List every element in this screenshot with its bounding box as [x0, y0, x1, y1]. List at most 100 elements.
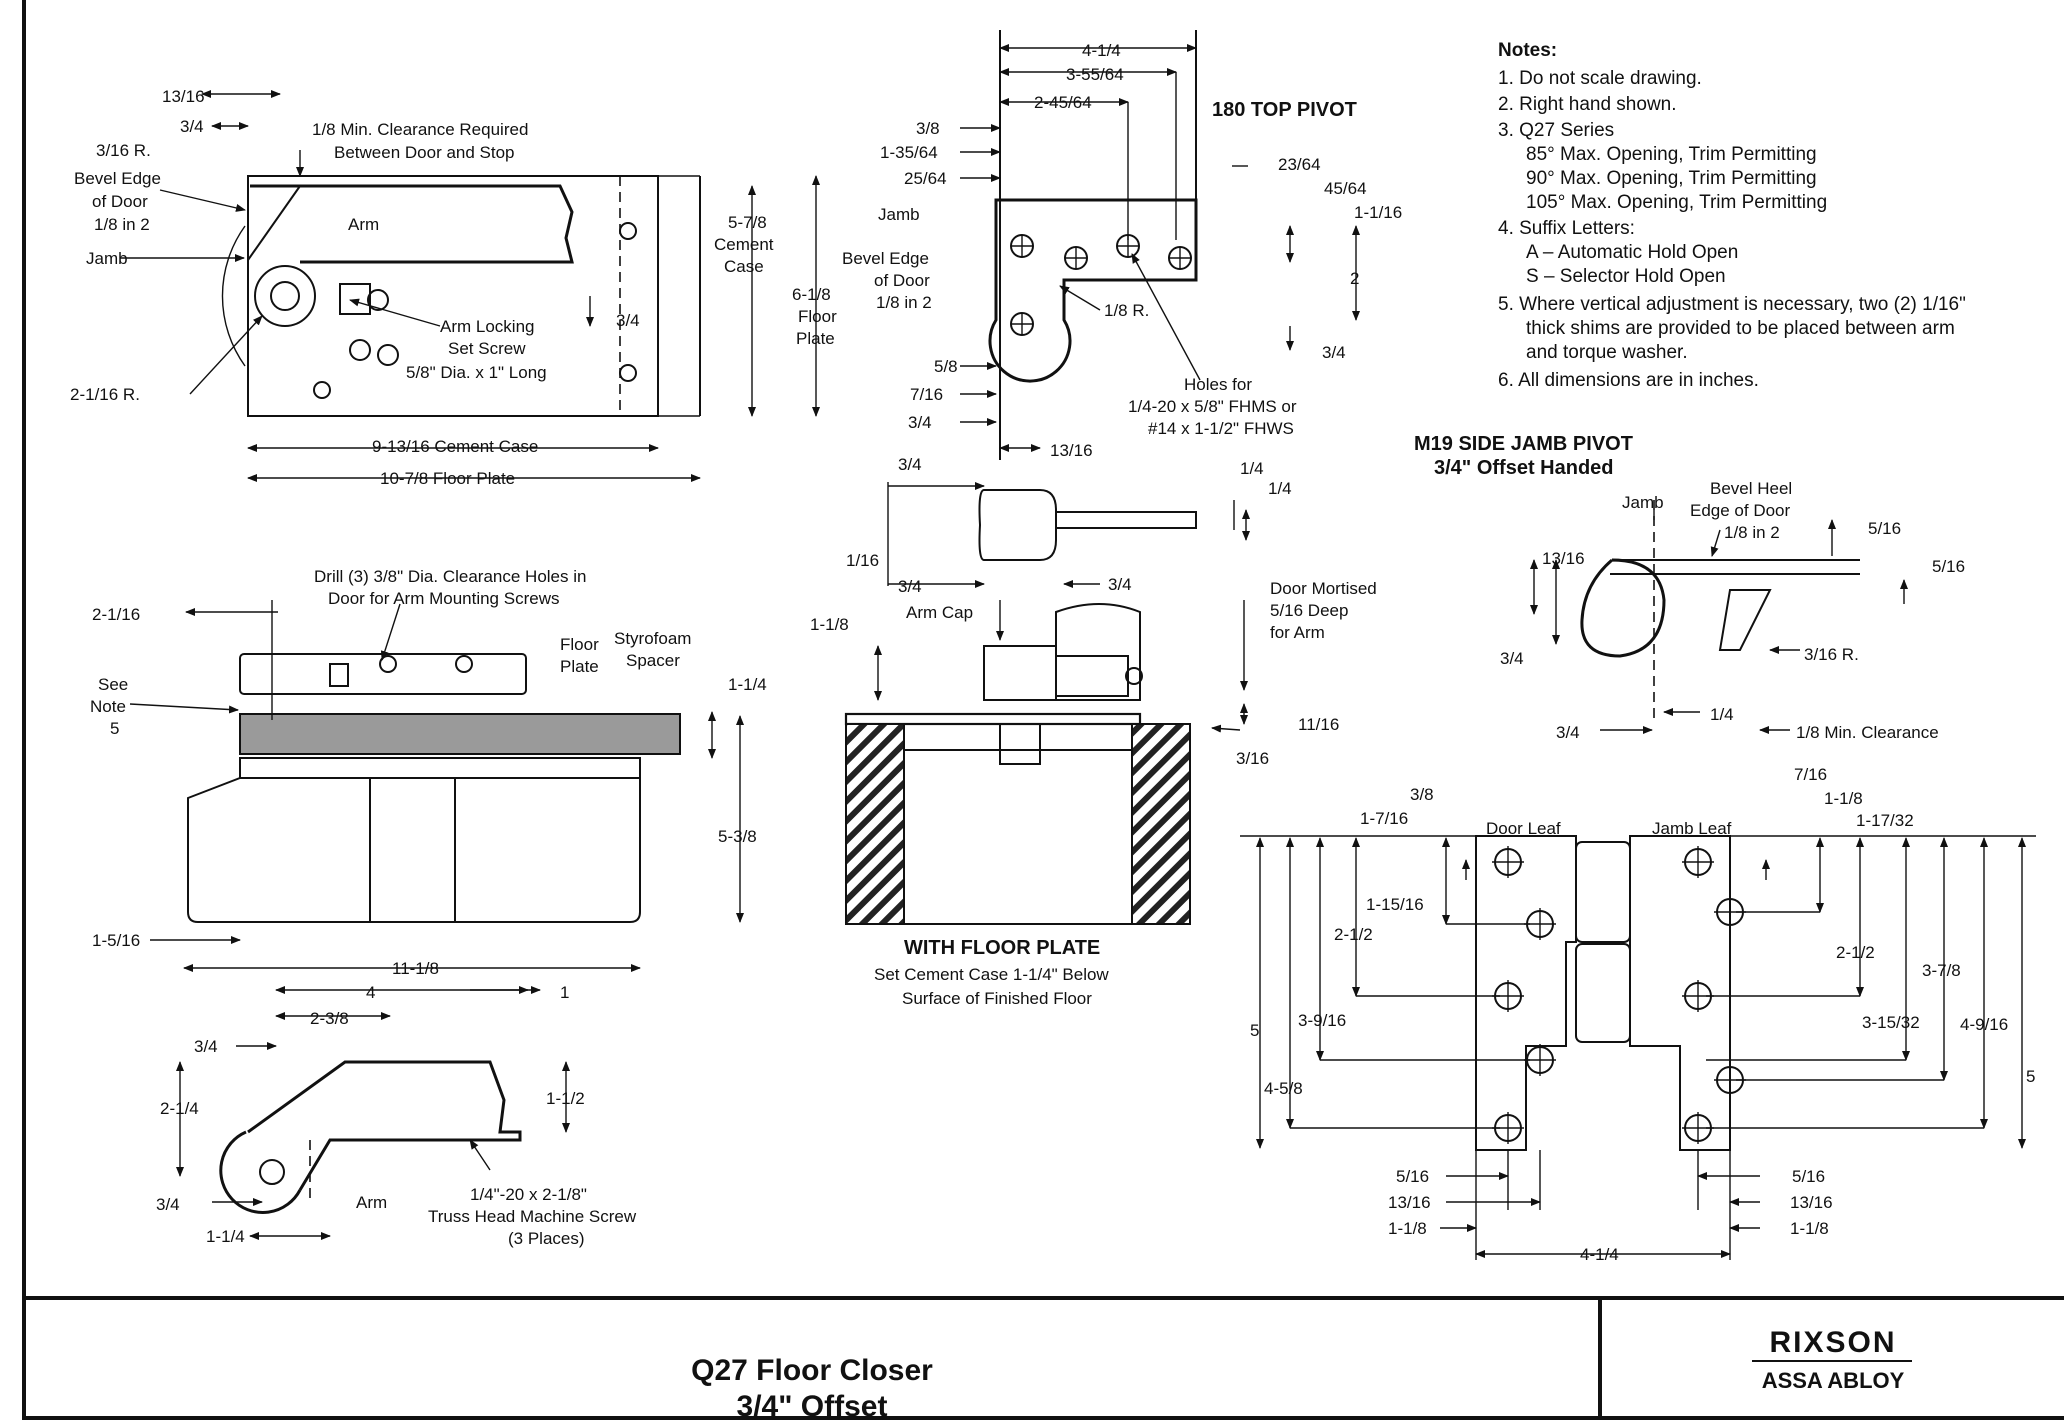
- floor-plate-spacer: [239, 713, 681, 755]
- note-item: 5. Where vertical adjustment is necessar…: [1498, 294, 1966, 315]
- caption-line: Surface of Finished Floor: [902, 989, 1092, 1008]
- note-label: Truss Head Machine Screw: [428, 1207, 637, 1226]
- knuckle-upper: [1575, 841, 1631, 943]
- dim-label: 2-45/64: [1034, 93, 1092, 112]
- arm-outline: [250, 184, 574, 264]
- note-label: Note: [90, 697, 126, 716]
- floor-plate-view: 3/4 1/16 3/4 1/4 1/4 3/4 1-1/8 Arm Cap D…: [810, 455, 1377, 1008]
- dim-label: 1/4: [1710, 705, 1734, 724]
- technical-drawing: 13/16 3/4 1/8 Min. Clearance Required Be…: [70, 30, 2036, 1264]
- dim-label: 1-1/8: [1824, 789, 1863, 808]
- part-label: Arm: [348, 215, 379, 234]
- dim-label: 1-1/2: [546, 1089, 585, 1108]
- part-label: Styrofoam: [614, 629, 691, 648]
- dim-label: 45/64: [1324, 179, 1367, 198]
- side-jamb-labels: Jamb Bevel Heel Edge of Door 1/8 in 2 5/…: [1250, 479, 2035, 1264]
- sheet-border: [22, 0, 2064, 1420]
- swing-arc: [221, 225, 246, 367]
- note-label: Edge of Door: [1690, 501, 1791, 520]
- spindle: [999, 723, 1041, 765]
- knuckle-lower: [1575, 943, 1631, 1043]
- note-label: 5/16 Deep: [1270, 601, 1348, 620]
- dim-label: 2: [1350, 269, 1359, 288]
- part-label: Jamb Leaf: [1652, 819, 1732, 838]
- drawing-title: Q27 Floor Closer: [691, 1354, 933, 1387]
- dim-label: 2-1/4: [160, 1099, 199, 1118]
- dim-label: 4-1/4: [1082, 41, 1121, 60]
- cement-case-section: [903, 749, 1133, 925]
- note-label: 1/8 in 2: [1724, 523, 1780, 542]
- floor-plate: [239, 757, 641, 779]
- arm-section: [1055, 655, 1129, 697]
- mount-hole: [619, 222, 637, 240]
- dim-label: 13/16: [1790, 1193, 1833, 1212]
- note-label: 1/4-20 x 5/8" FHMS or: [1128, 397, 1297, 416]
- dim-label: 2-3/8: [310, 1009, 349, 1028]
- dim-label: 3/4: [898, 455, 922, 474]
- door-leaf: [1475, 835, 1577, 1151]
- note-label: (3 Places): [508, 1229, 585, 1248]
- dim-label: 2-1/16: [92, 605, 140, 624]
- note-label: Jamb: [86, 249, 128, 268]
- dim-label: 3/4: [1500, 649, 1524, 668]
- dim-label: 1-35/64: [880, 143, 938, 162]
- dim-label: 5/8: [934, 357, 958, 376]
- arm-hub-hole: [259, 1159, 285, 1185]
- dim-label: 5/16: [1868, 519, 1901, 538]
- note-label: of Door: [874, 271, 930, 290]
- part-label: Plate: [560, 657, 599, 676]
- dim-label: 3/4: [180, 117, 204, 136]
- top-view-labels: 13/16 3/4 1/8 Min. Clearance Required Be…: [70, 87, 837, 488]
- dim-label: 1/4: [1268, 479, 1292, 498]
- note-label: 1/8 in 2: [94, 215, 150, 234]
- floor-hatch-right: [1131, 723, 1191, 925]
- note-label: Bevel Heel: [1710, 479, 1792, 498]
- dim-label: 3/4: [898, 577, 922, 596]
- note-label: 5/8" Dia. x 1" Long: [406, 363, 547, 382]
- dim-label: 3/16 R.: [1804, 645, 1859, 664]
- dim-label: 11/16: [1298, 715, 1339, 734]
- adjust-screw: [377, 344, 399, 366]
- dim-label: 1-1/8: [810, 615, 849, 634]
- note-label: 5: [110, 719, 119, 738]
- dim-label: 7/16: [910, 385, 943, 404]
- note-label: Holes for: [1184, 375, 1252, 394]
- arm-cap: [983, 645, 1057, 701]
- dim-label: 3/4: [156, 1195, 180, 1214]
- mount-hole: [619, 364, 637, 382]
- note-label: 1/4"-20 x 2-1/8": [470, 1185, 587, 1204]
- dim-label: 3/16 R.: [96, 141, 151, 160]
- dim-label: 3/4: [908, 413, 932, 432]
- dim-label: 3/8: [916, 119, 940, 138]
- side-view-labels: Drill (3) 3/8" Dia. Clearance Holes in D…: [90, 567, 767, 978]
- side-jamb-view: M19 SIDE JAMB PIVOT 3/4" Offset Handed: [1240, 433, 2036, 1264]
- title-block-divider: [1598, 1296, 1602, 1420]
- jamb-leaf: [1629, 835, 1731, 1151]
- top-view: 13/16 3/4 1/8 Min. Clearance Required Be…: [70, 87, 837, 488]
- caption-line: Set Cement Case 1-1/4" Below: [874, 965, 1109, 984]
- note-item: A – Automatic Hold Open: [1526, 242, 1738, 263]
- dim-label: 4-5/8: [1264, 1079, 1303, 1098]
- dim-label: 3/8: [1410, 785, 1434, 804]
- note-label: of Door: [92, 192, 148, 211]
- note-item: 2. Right hand shown.: [1498, 94, 1677, 115]
- mount-hole: [313, 381, 331, 399]
- dim-label: 1/8 Min. Clearance: [1796, 723, 1939, 742]
- arm-screw: [329, 663, 349, 687]
- dim-label: 3-9/16: [1298, 1011, 1346, 1030]
- dim-label: 3-7/8: [1922, 961, 1961, 980]
- dim-label: 2-1/2: [1836, 943, 1875, 962]
- dim-label: Cement: [714, 235, 774, 254]
- arm-bevel: [247, 185, 301, 261]
- note-label: Door Mortised: [1270, 579, 1377, 598]
- dim-label: 13/16: [162, 87, 205, 106]
- dim-label: 5-3/8: [718, 827, 757, 846]
- dim-label: 11-1/8: [392, 959, 439, 978]
- title-block-rule: [22, 1296, 2064, 1300]
- locking-screw: [367, 289, 389, 311]
- dim-label: 1/8 R.: [1104, 301, 1149, 320]
- dim-label: 3/4: [1108, 575, 1132, 594]
- dim-label: 5: [2026, 1067, 2035, 1086]
- dim-label: 1-1/4: [728, 675, 767, 694]
